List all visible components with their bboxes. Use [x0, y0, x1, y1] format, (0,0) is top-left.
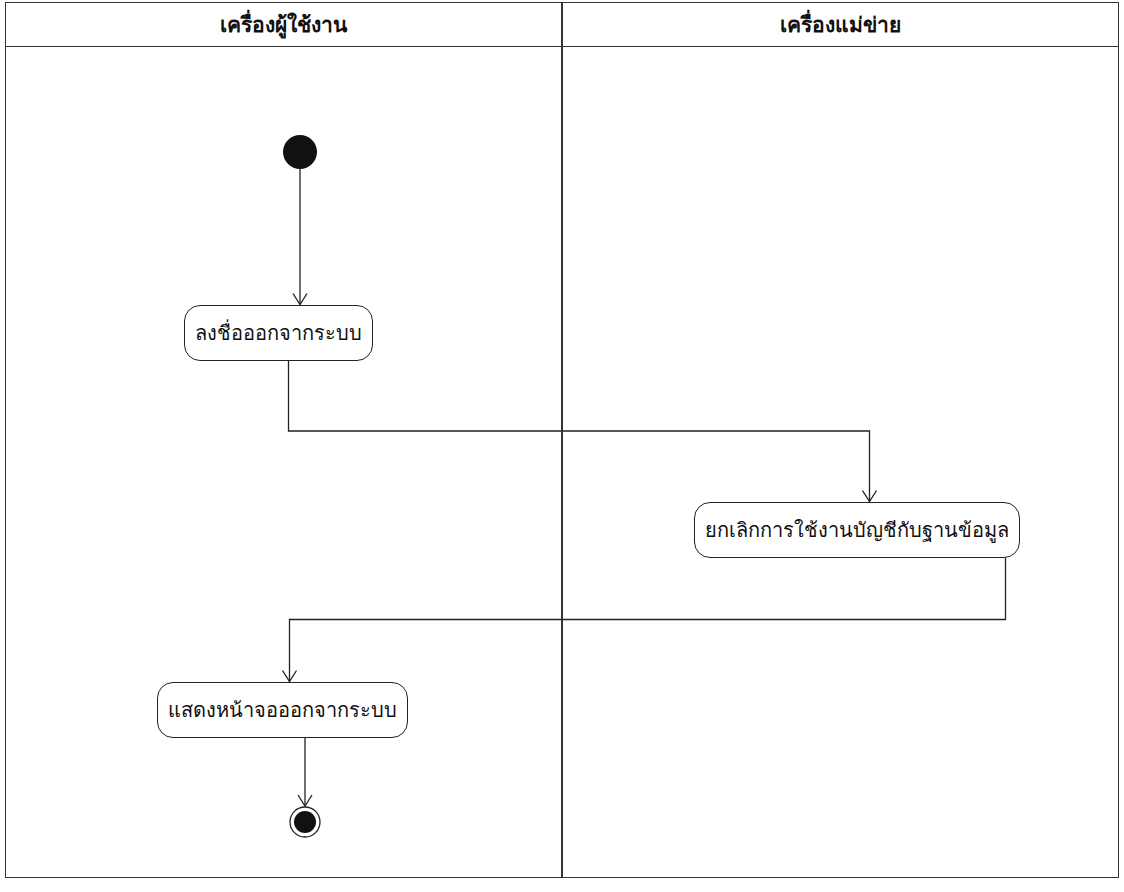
start-flow	[299, 169, 300, 305]
initial-node	[283, 135, 317, 169]
action-text: แสดงหน้าจอออกจากระบบ	[168, 697, 397, 723]
action-box: แสดงหน้าจอออกจากระบบ	[157, 682, 408, 738]
lane-title: เครื่องผู้ใช้งาน	[6, 3, 561, 47]
action-text: ยกเลิกการใช้งานบัญชีกับฐานข้อมูล	[705, 517, 1009, 543]
final-node	[294, 811, 316, 833]
swimlane: เครื่องผู้ใช้งานลงชื่อออกจากระบบแสดงหน้า…	[5, 2, 562, 878]
swimlane: เครื่องแม่ข่ายยกเลิกการใช้งานบัญชีกับฐาน…	[562, 2, 1119, 878]
end-flow	[304, 738, 305, 807]
action-text: ลงชื่อออกจากระบบ	[195, 320, 362, 346]
final-node-ring	[290, 807, 320, 837]
action-box: ลงชื่อออกจากระบบ	[184, 305, 373, 361]
action-box: ยกเลิกการใช้งานบัญชีกับฐานข้อมูล	[694, 502, 1020, 558]
control-flow	[290, 558, 1006, 682]
control-flow	[289, 361, 870, 502]
lane-title: เครื่องแม่ข่าย	[563, 3, 1118, 47]
